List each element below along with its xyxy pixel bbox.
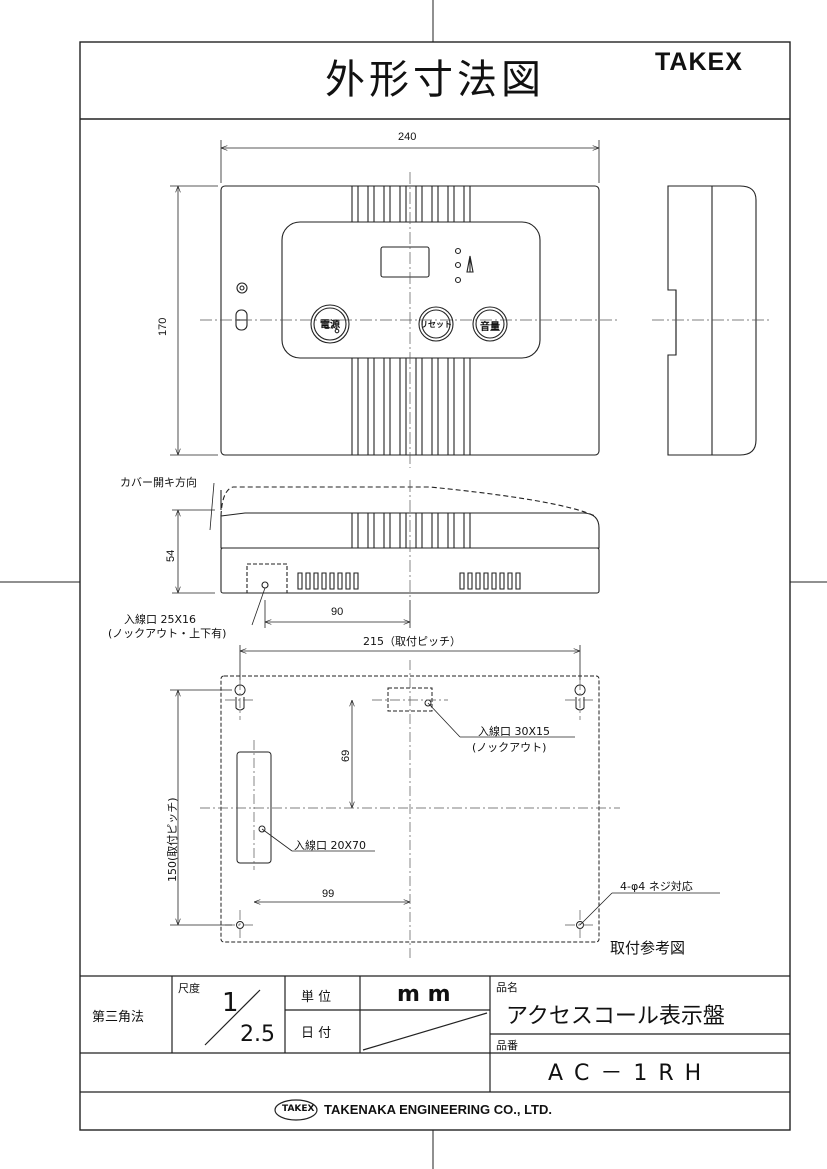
side-knockout — [246, 563, 288, 594]
model-number: A C － 1 R H — [548, 1061, 704, 1086]
side-offset-dim: 90 — [331, 606, 344, 618]
power-button-label: 電源 — [320, 320, 340, 331]
front-panel — [281, 221, 541, 359]
upper-vents — [351, 186, 471, 222]
rear-dim-69: 69 — [340, 749, 352, 762]
brand-logo: TAKEX — [655, 48, 743, 76]
antenna-mark — [466, 255, 474, 273]
unit-label: 単 位 — [301, 990, 332, 1005]
mounting-caption: 取付参考図 — [610, 939, 686, 957]
display-window — [380, 246, 430, 278]
rear-inlet-top: 入線口 30X15 — [478, 725, 551, 738]
volume-button — [472, 306, 508, 342]
scale-label: 尺度 — [178, 982, 200, 995]
rear-pitch-height: 150(取付ピッチ) — [166, 797, 179, 882]
volume-button-label: 音量 — [480, 322, 500, 333]
power-button — [310, 304, 350, 344]
front-height-dim: 170 — [157, 317, 169, 336]
projection-label: 第三角法 — [92, 1010, 145, 1025]
scale-numerator: 1 — [222, 988, 239, 1018]
scale-denominator: 2.5 — [240, 1022, 275, 1047]
company-logo-oval — [274, 1099, 318, 1121]
side-height-dim: 54 — [165, 549, 177, 562]
cover-open-note: カバー開キ方向 — [120, 476, 197, 489]
led-2 — [454, 261, 462, 269]
rear-centerlines — [200, 660, 620, 960]
rear-dims — [170, 645, 720, 926]
rear-dim-99: 99 — [322, 888, 335, 900]
rear-pitch-width: 215（取付ピッチ） — [363, 635, 461, 648]
reset-button — [418, 306, 454, 342]
title-block — [80, 975, 790, 1121]
reset-button-label: リセット — [420, 320, 452, 329]
front-dims — [170, 140, 600, 456]
product-label: 品名 — [496, 981, 518, 994]
front-centerlines — [200, 172, 620, 468]
company-logo: TAKEX — [282, 1104, 315, 1114]
sheet-border — [79, 41, 791, 1131]
company-name: TAKENAKA ENGINEERING CO., LTD. — [324, 1102, 552, 1117]
page-title: 外形寸法図 — [325, 57, 545, 103]
date-label: 日 付 — [301, 1026, 332, 1041]
unit-value: m m — [397, 982, 451, 1007]
model-label: 品番 — [496, 1039, 518, 1052]
right-side-view — [667, 185, 757, 456]
product-name: アクセスコール表示盤 — [506, 1004, 725, 1029]
screw-mark — [236, 282, 248, 294]
led-3 — [454, 276, 462, 284]
rear-inlet-left: 入線口 20X70 — [294, 839, 367, 852]
bottom-dims — [172, 482, 411, 628]
rear-inlet-top-2: (ノックアウト) — [472, 741, 547, 754]
bottom-view — [220, 486, 600, 594]
side-inlet-note-2: (ノックアウト・上下有) — [108, 627, 227, 640]
cover-open-arc — [220, 486, 596, 517]
lower-vents — [351, 358, 471, 455]
front-view — [220, 185, 600, 456]
side-inlet-note: 入線口 25X16 — [124, 613, 197, 626]
front-width-dim: 240 — [398, 131, 417, 143]
led-1 — [454, 247, 462, 255]
screw-note: 4-φ4 ネジ対応 — [620, 880, 693, 893]
